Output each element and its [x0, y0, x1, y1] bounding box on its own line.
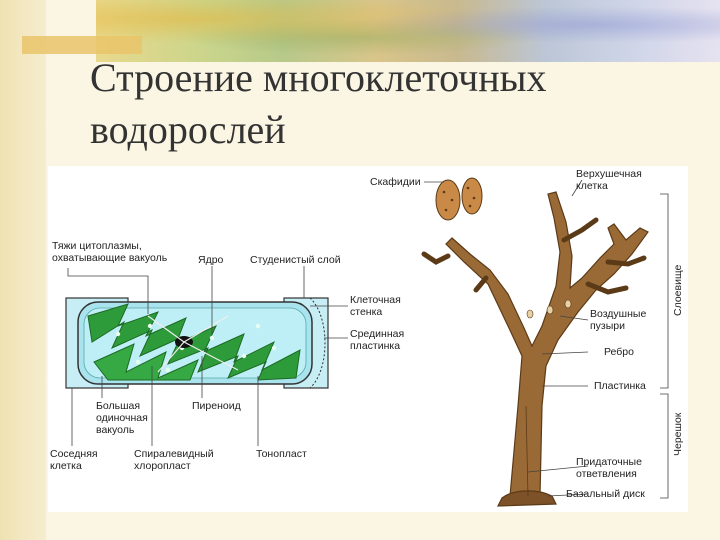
label-stalk: Черешок: [672, 412, 684, 456]
label-cell-wall: Клеточная стенка: [350, 294, 401, 318]
label-spiral-chloroplast: Спиралевидный хлоропласт: [134, 448, 214, 472]
label-gelatinous-layer: Студенистый слой: [250, 254, 341, 266]
alga-rib: [525, 405, 529, 497]
label-neighbor-cell: Соседняя клетка: [50, 448, 98, 472]
label-cytoplasm-strands: Тяжи цитоплазмы, охватывающие вакуоль: [52, 240, 168, 264]
diagram-drawing: [65, 177, 669, 507]
header-banner-shading: [96, 0, 720, 62]
algae-diagram: Тяжи цитоплазмы, охватывающие вакуоль Яд…: [48, 166, 688, 512]
cytoplasm-strands: [147, 315, 239, 373]
label-tonoplast: Тонопласт: [256, 448, 307, 460]
slide-title: Строение многоклеточных водорослей: [90, 55, 547, 152]
label-scaphidia: Скафидии: [370, 176, 421, 188]
label-basal-disc: Базальный диск: [566, 488, 645, 500]
chloroplast-lower: [93, 343, 199, 381]
middle-lamella: [309, 297, 326, 389]
spirogyra-cell: [65, 297, 329, 389]
label-thallus: Слоевище: [672, 264, 684, 316]
brown-alga: [421, 191, 649, 507]
leader-lines-alga: [424, 179, 669, 499]
label-pyrenoid: Пиреноид: [192, 400, 241, 412]
label-middle-lamella: Срединная пластинка: [350, 328, 405, 352]
label-nucleus: Ядро: [198, 254, 224, 266]
leader-lines-cell: [67, 266, 348, 446]
alga-branches: [421, 217, 647, 295]
header-accent-bar: [22, 36, 142, 54]
label-air-bladders: Воздушные пузыри: [590, 308, 647, 332]
air-bladders: [526, 299, 572, 319]
label-plate: Пластинка: [594, 380, 646, 392]
alga-thallus: [445, 191, 649, 497]
left-decor-band: [0, 0, 46, 540]
scaphidia-pods: [435, 177, 483, 221]
label-apical-cell: Верхушечная клетка: [576, 168, 642, 192]
label-rib: Ребро: [604, 346, 634, 358]
label-accessory-branches: Придаточные ответвления: [576, 456, 642, 480]
label-large-vacuole: Большая одиночная вакуоль: [96, 400, 148, 436]
basal-disc: [497, 490, 557, 507]
spiral-chloroplast: [87, 303, 301, 381]
